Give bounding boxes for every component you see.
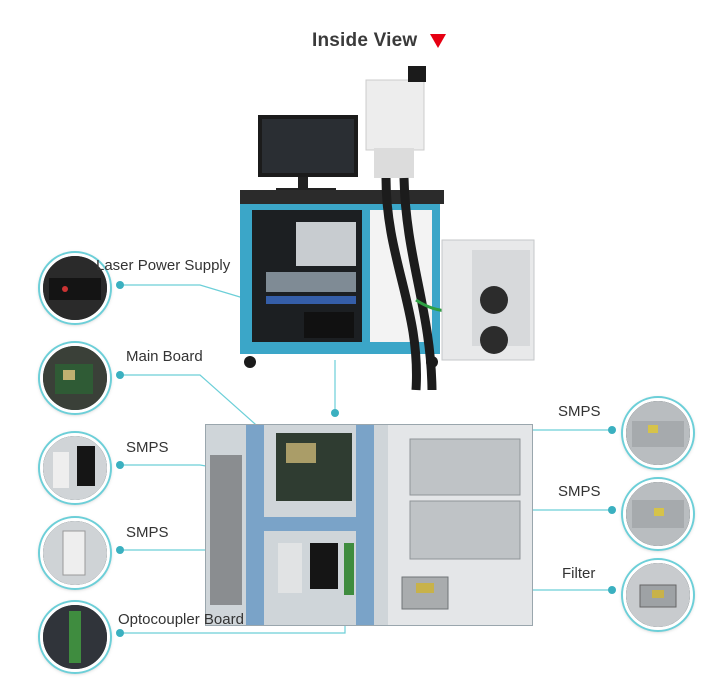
label-smps: SMPS	[126, 439, 169, 456]
label-main-board: Main Board	[126, 348, 203, 365]
teal-dot-icon	[608, 506, 616, 514]
teal-dot-icon	[608, 426, 616, 434]
laser-power-supply-thumbnail	[40, 253, 110, 323]
teal-dot-icon	[116, 461, 124, 469]
main-board-thumbnail	[40, 343, 110, 413]
cabinet-interior-panel	[206, 425, 532, 625]
red-down-triangle-icon	[430, 34, 446, 48]
page-title: Inside View	[312, 30, 418, 51]
cabinet-interior-image	[206, 425, 532, 625]
teal-dot-icon	[116, 546, 124, 554]
label-laser-power-supply: Laser Power Supply	[96, 257, 231, 274]
teal-dot-icon	[608, 586, 616, 594]
laser-marking-machine-image	[240, 66, 535, 391]
filter-thumbnail	[623, 560, 693, 630]
label-smps: SMPS	[126, 524, 169, 541]
teal-dot-icon	[116, 281, 124, 289]
smps-thumbnail	[40, 433, 110, 503]
label-smps: SMPS	[558, 403, 601, 420]
smps-thumbnail	[623, 398, 693, 468]
optocoupler-board-thumbnail	[40, 602, 110, 672]
smps-thumbnail	[623, 479, 693, 549]
teal-dot-icon	[116, 371, 124, 379]
label-filter: Filter	[562, 565, 596, 582]
label-smps: SMPS	[558, 483, 601, 500]
label-optocoupler-board: Optocoupler Board	[118, 611, 244, 628]
teal-dot-icon	[116, 629, 124, 637]
smps-thumbnail	[40, 518, 110, 588]
teal-dot-icon	[331, 409, 339, 417]
